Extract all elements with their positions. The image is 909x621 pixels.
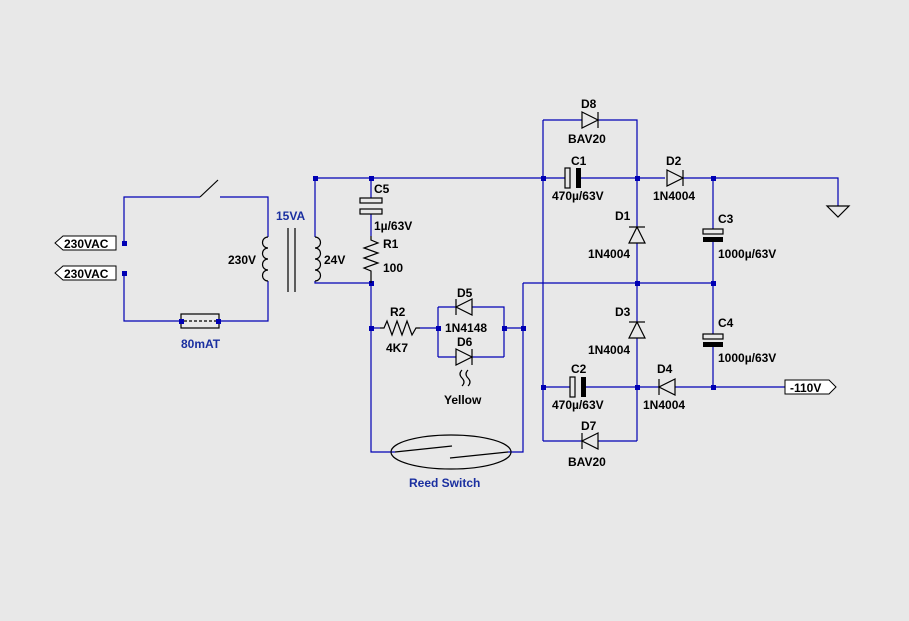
d7-name: D7 <box>581 419 597 433</box>
diode-d2: D2 1N4004 <box>653 154 695 203</box>
fuse-value: 80mAT <box>181 337 221 351</box>
transformer-primary: 230V <box>228 253 256 267</box>
d6-value: Yellow <box>444 393 482 407</box>
diode-d7: D7 BAV20 <box>568 419 606 469</box>
junction-nodes <box>122 176 716 390</box>
d3-name: D3 <box>615 305 631 319</box>
reed-switch: Reed Switch <box>390 434 512 490</box>
transformer-rating: 15VA <box>276 209 305 223</box>
d6-name: D6 <box>457 335 473 349</box>
capacitor-c1: C1 470µ/63V <box>552 154 604 203</box>
c2-value: 470µ/63V <box>552 398 604 412</box>
capacitor-c5: C5 1µ/63V <box>359 182 412 233</box>
r1-value: 100 <box>383 261 403 275</box>
capacitor-c3: C3 1000µ/63V <box>702 212 776 261</box>
port-in2-label: 230VAC <box>64 267 109 281</box>
c4-value: 1000µ/63V <box>718 351 776 365</box>
port-out: -110V <box>784 379 837 395</box>
d1-name: D1 <box>615 209 631 223</box>
transformer: 15VA 230V 24V <box>228 209 345 292</box>
c5-name: C5 <box>374 182 390 196</box>
r2-name: R2 <box>390 305 406 319</box>
d4-value: 1N4004 <box>643 398 685 412</box>
d8-value: BAV20 <box>568 132 606 146</box>
r2-value: 4K7 <box>386 341 408 355</box>
transformer-secondary: 24V <box>324 253 345 267</box>
capacitor-c4: C4 1000µ/63V <box>702 316 776 365</box>
resistor-r2: R2 4K7 <box>380 305 420 355</box>
led-light-icon <box>459 369 471 387</box>
diode-d5: D5 1N4148 <box>445 286 487 335</box>
diode-d8: D8 BAV20 <box>568 97 606 146</box>
d5-name: D5 <box>457 286 473 300</box>
d4-name: D4 <box>657 362 673 376</box>
port-out-label: -110V <box>790 381 821 395</box>
port-in2: 230VAC <box>54 265 117 281</box>
mains-switch <box>199 179 219 198</box>
d1-value: 1N4004 <box>588 247 630 261</box>
d2-name: D2 <box>666 154 682 168</box>
fuse: 80mAT <box>179 313 221 351</box>
port-in1-label: 230VAC <box>64 237 109 251</box>
d2-value: 1N4004 <box>653 189 695 203</box>
r1-name: R1 <box>383 237 399 251</box>
c1-value: 470µ/63V <box>552 189 604 203</box>
c1-name: C1 <box>571 154 587 168</box>
capacitor-c2: C2 470µ/63V <box>552 362 604 412</box>
diode-d1: D1 1N4004 <box>588 209 646 261</box>
c3-name: C3 <box>718 212 734 226</box>
diode-d3: D3 1N4004 <box>588 305 646 357</box>
d5-value: 1N4148 <box>445 321 487 335</box>
diode-d4: D4 1N4004 <box>643 362 685 412</box>
led-d6: D6 Yellow <box>444 335 482 407</box>
wires <box>123 119 851 453</box>
c5-value: 1µ/63V <box>374 219 412 233</box>
c4-name: C4 <box>718 316 734 330</box>
c3-value: 1000µ/63V <box>718 247 776 261</box>
d8-name: D8 <box>581 97 597 111</box>
d3-value: 1N4004 <box>588 343 630 357</box>
c2-name: C2 <box>571 362 587 376</box>
reed-switch-label: Reed Switch <box>409 476 480 490</box>
d7-value: BAV20 <box>568 455 606 469</box>
port-in1: 230VAC <box>54 235 117 251</box>
resistor-r1: R1 100 <box>362 236 403 283</box>
